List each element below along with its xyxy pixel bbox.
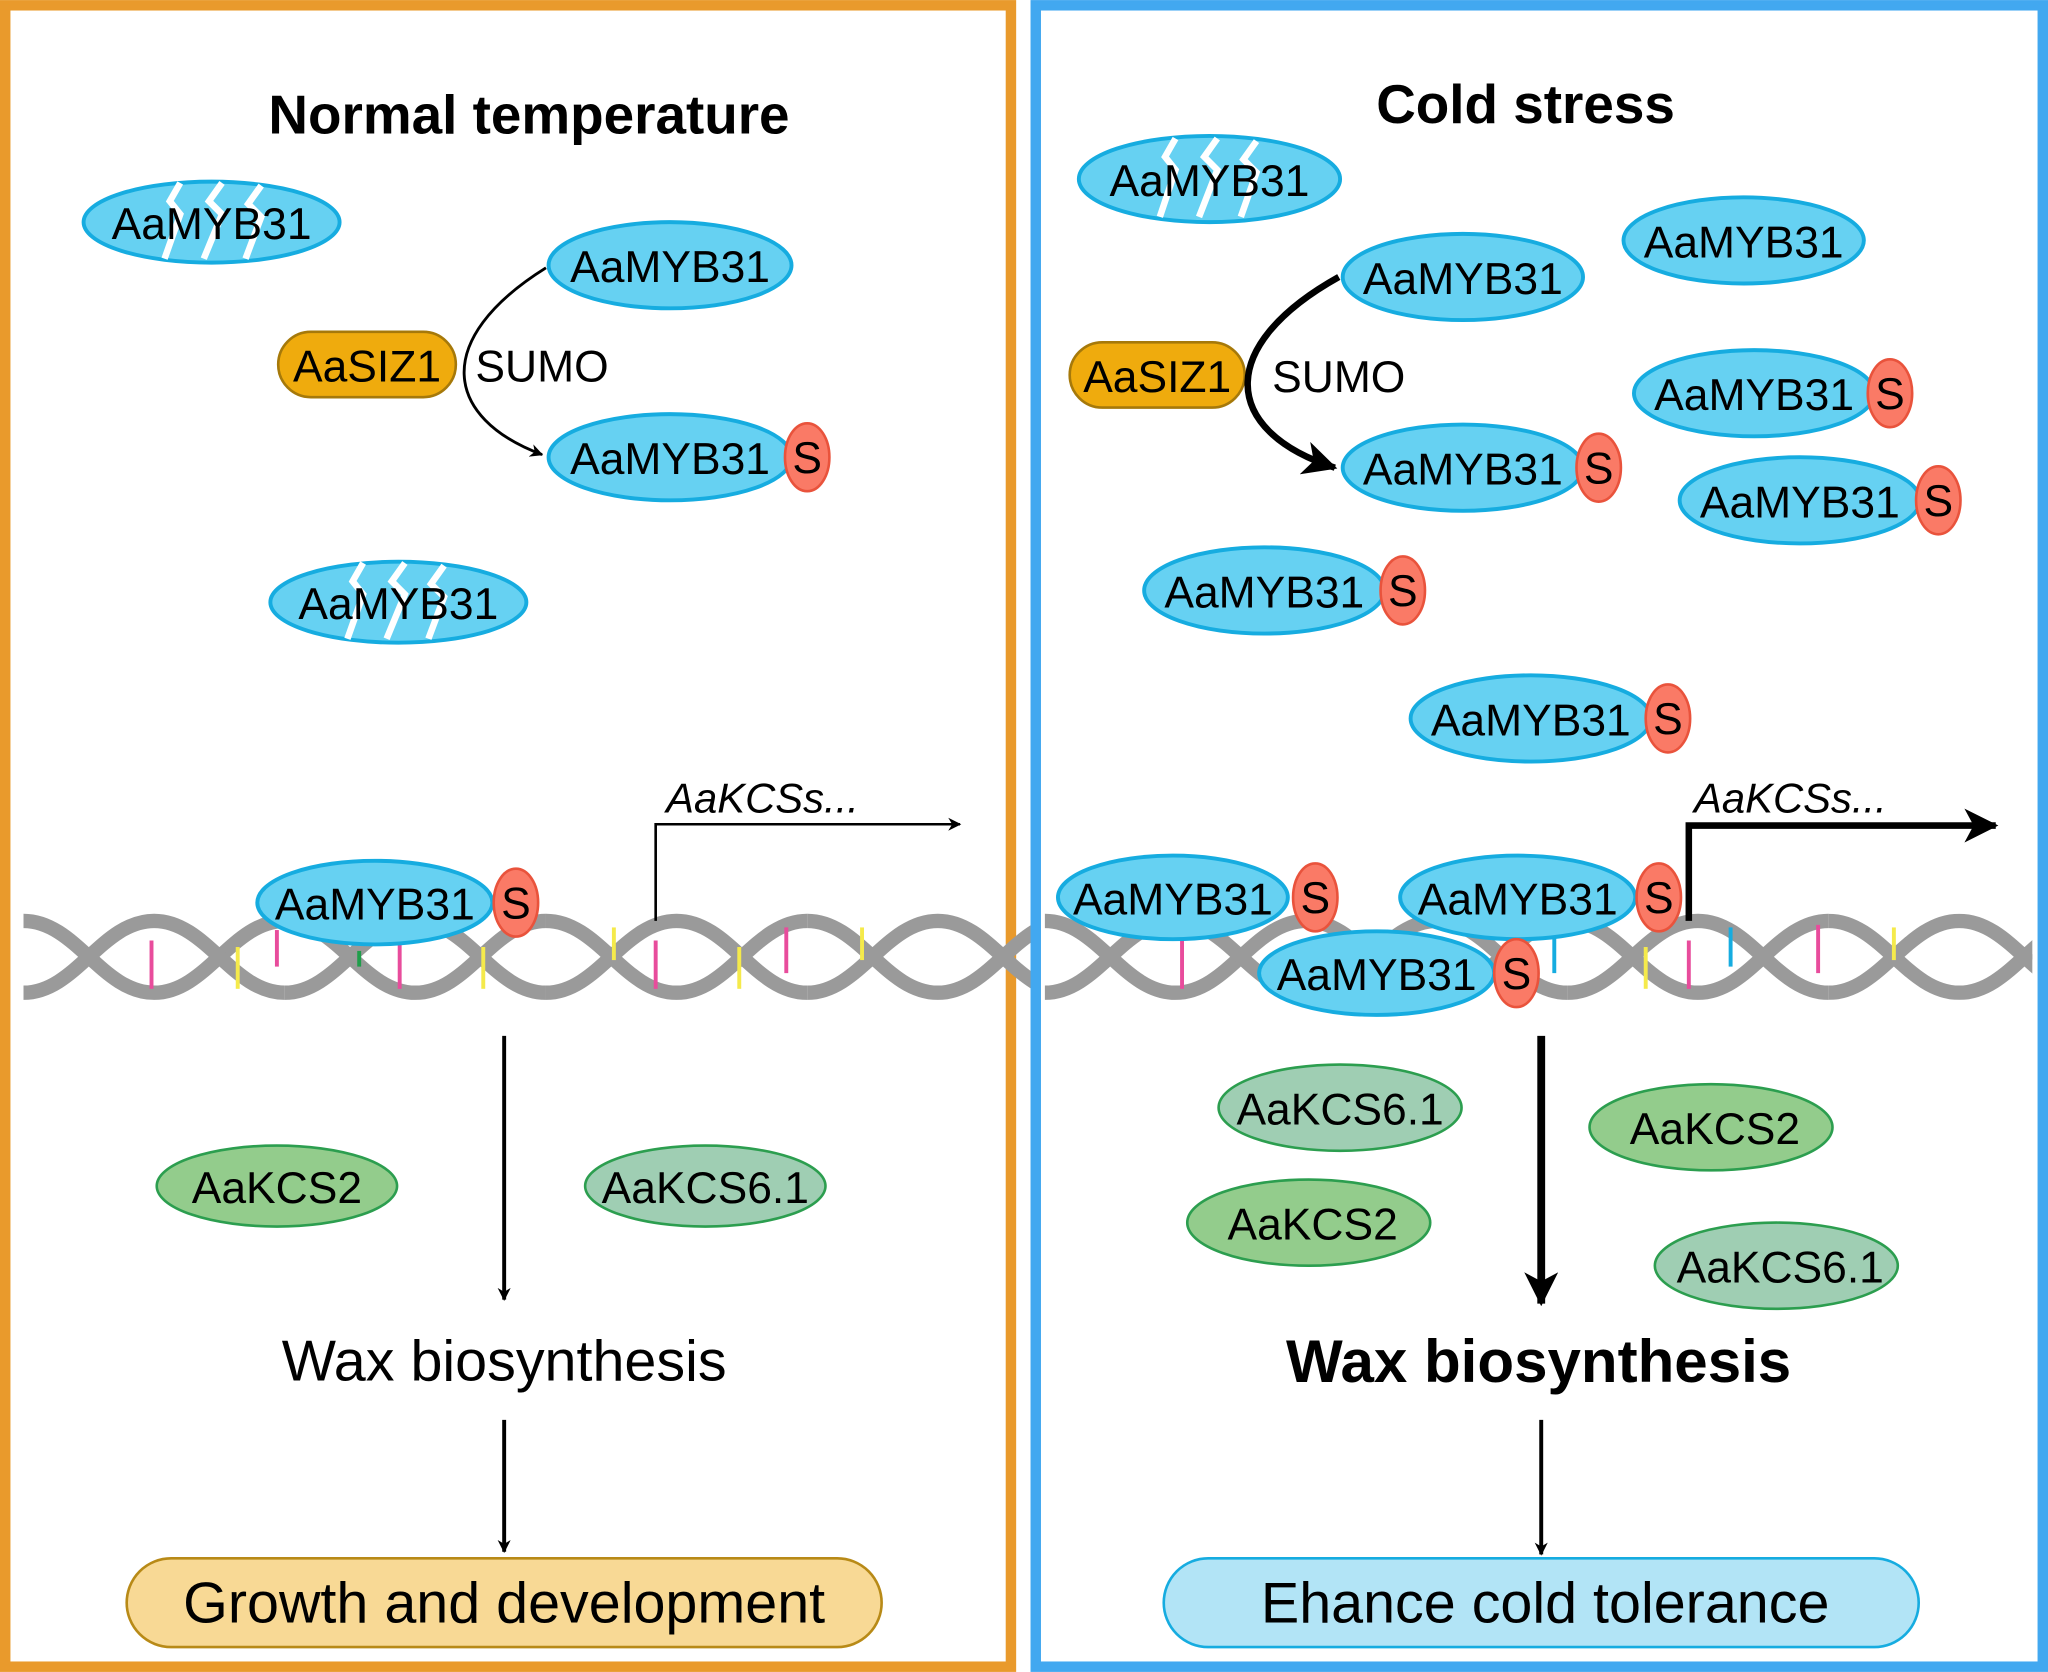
svg-text:AaMYB31: AaMYB31	[1363, 446, 1563, 495]
process-label: Wax biosynthesis	[1286, 1328, 1791, 1395]
svg-text:S: S	[1584, 444, 1614, 493]
svg-text:S: S	[1502, 950, 1532, 999]
sumoylated-myb31: AaMYB31 S	[1142, 545, 1427, 636]
process-label: Wax biosynthesis	[282, 1330, 727, 1394]
sumoylated-myb31: AaMYB31 S	[546, 412, 831, 503]
svg-text:AaMYB31: AaMYB31	[298, 580, 498, 629]
svg-text:AaMYB31: AaMYB31	[1644, 218, 1844, 267]
dna-helix	[24, 921, 1069, 993]
svg-text:AaMYB31: AaMYB31	[1110, 157, 1310, 206]
svg-text:AaKCS2: AaKCS2	[192, 1164, 362, 1213]
panel-cold-stress: Cold stress AaMYB31 AaMYB31 AaMYB31 AaSI…	[1030, 0, 2048, 1672]
panel-border	[0, 0, 1017, 1672]
degraded-myb31: AaMYB31	[81, 179, 342, 265]
svg-text:S: S	[1300, 874, 1330, 923]
sumo-label: SUMO	[1272, 353, 1405, 402]
svg-text:AaKCS2: AaKCS2	[1630, 1105, 1800, 1154]
bound-sumoylated-myb31: AaMYB31 S	[1398, 853, 1683, 942]
bound-sumoylated-myb31: AaMYB31 S	[1257, 929, 1540, 1017]
svg-text:AaKCS6.1: AaKCS6.1	[1677, 1244, 1884, 1293]
degraded-myb31: AaMYB31	[1076, 133, 1343, 225]
sumoylation-arrow	[462, 266, 547, 457]
svg-text:S: S	[1388, 567, 1418, 616]
myb31-protein: AaMYB31	[1340, 231, 1585, 323]
svg-text:AaMYB31: AaMYB31	[1363, 255, 1563, 304]
kcs-protein: AaKCS6.1	[1653, 1221, 1900, 1311]
kcs-protein: AaKCS6.1	[583, 1144, 827, 1228]
svg-text:AaMYB31: AaMYB31	[1700, 478, 1900, 527]
bound-sumoylated-myb31: AaMYB31 S	[255, 858, 540, 947]
target-genes-label: AaKCSs...	[663, 774, 859, 821]
svg-text:S: S	[501, 879, 531, 928]
kcs-protein: AaKCS2	[1185, 1178, 1432, 1268]
myb31-protein: AaMYB31	[1621, 195, 1866, 286]
sumo-label: SUMO	[475, 342, 608, 391]
svg-text:AaMYB31: AaMYB31	[570, 435, 770, 484]
svg-text:AaMYB31: AaMYB31	[1277, 951, 1477, 1000]
kcs-protein: AaKCS2	[155, 1144, 399, 1228]
transcription-start-arrow	[1685, 808, 1999, 921]
svg-text:AaMYB31: AaMYB31	[570, 243, 770, 292]
sumoylated-myb31: AaMYB31 S	[1340, 422, 1623, 513]
dna-helix	[1045, 921, 2048, 993]
svg-text:S: S	[1923, 477, 1953, 526]
svg-text:S: S	[1875, 370, 1905, 419]
transcription-start-arrow	[654, 817, 962, 921]
outcome-box: Growth and development	[125, 1556, 883, 1649]
svg-text:AaMYB31: AaMYB31	[275, 881, 475, 930]
outcome-box: Ehance cold tolerance	[1162, 1556, 1920, 1649]
degraded-myb31: AaMYB31	[268, 559, 529, 645]
kcs-protein: AaKCS6.1	[1217, 1063, 1463, 1153]
panel-title: Cold stress	[1376, 73, 1675, 135]
svg-text:AaMYB31: AaMYB31	[1654, 371, 1854, 420]
svg-text:S: S	[1653, 695, 1683, 744]
sumoylation-arrow	[1244, 274, 1341, 475]
bound-sumoylated-myb31: AaMYB31 S	[1055, 853, 1339, 942]
svg-text:AaKCS6.1: AaKCS6.1	[602, 1164, 809, 1213]
siz1-protein: AaSIZ1	[1068, 340, 1247, 409]
svg-text:S: S	[1644, 874, 1674, 923]
svg-text:AaMYB31: AaMYB31	[1431, 696, 1631, 745]
svg-text:AaMYB31: AaMYB31	[1073, 875, 1273, 924]
target-genes-label: AaKCSs...	[1691, 774, 1887, 821]
myb31-protein: AaMYB31	[546, 220, 794, 311]
svg-text:Growth and development: Growth and development	[183, 1571, 825, 1635]
svg-text:AaKCS6.1: AaKCS6.1	[1236, 1086, 1443, 1135]
sumoylated-myb31: AaMYB31 S	[1408, 673, 1692, 764]
svg-text:S: S	[792, 434, 822, 483]
sumoylated-myb31: AaMYB31 S	[1677, 455, 1962, 546]
svg-text:Ehance cold tolerance: Ehance cold tolerance	[1261, 1571, 1830, 1635]
panel-normal-temperature: Normal temperature AaMYB31 AaMYB31 AaSIZ…	[0, 0, 1069, 1672]
siz1-protein: AaSIZ1	[276, 330, 458, 399]
svg-text:AaSIZ1: AaSIZ1	[293, 342, 441, 391]
svg-text:AaKCS2: AaKCS2	[1228, 1201, 1398, 1250]
svg-text:AaMYB31: AaMYB31	[112, 200, 312, 249]
svg-text:AaMYB31: AaMYB31	[1418, 875, 1618, 924]
svg-text:AaMYB31: AaMYB31	[1164, 568, 1364, 617]
panel-title: Normal temperature	[268, 83, 789, 145]
sumoylated-myb31: AaMYB31 S	[1632, 348, 1914, 439]
svg-text:AaSIZ1: AaSIZ1	[1083, 353, 1231, 402]
kcs-protein: AaKCS2	[1588, 1082, 1834, 1172]
